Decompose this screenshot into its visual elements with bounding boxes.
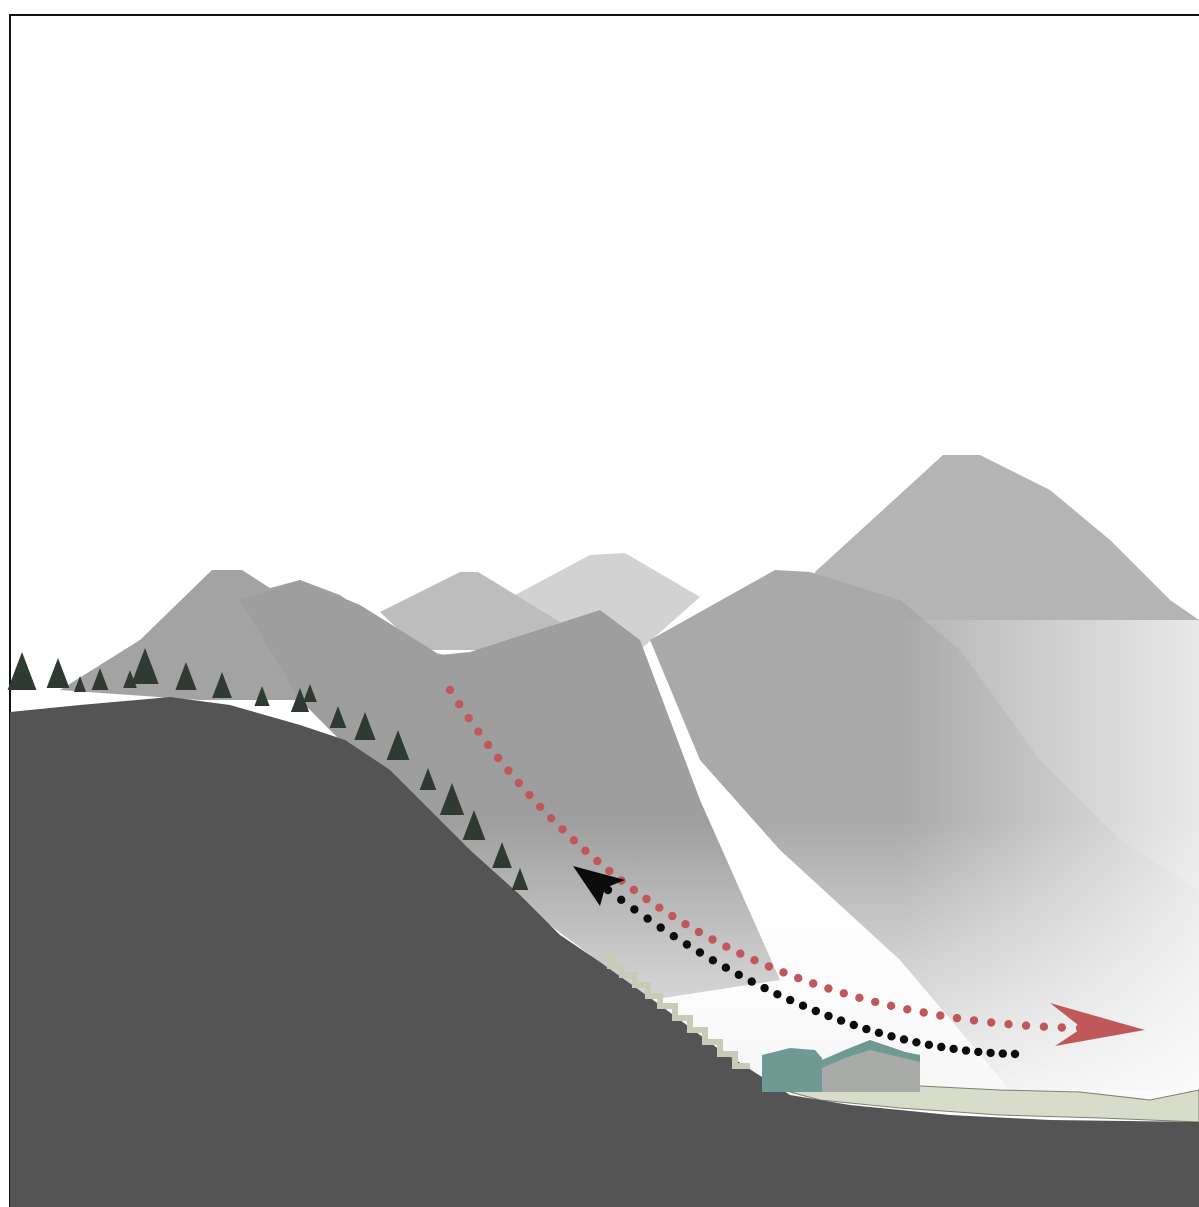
- path-black-dot: [799, 1002, 807, 1010]
- path-black-dot: [760, 984, 768, 992]
- path-red-dot: [593, 857, 601, 865]
- path-red-dot: [1004, 1020, 1012, 1028]
- path-black-dot: [630, 905, 638, 913]
- right-haze: [900, 620, 1199, 1100]
- path-black-dot: [974, 1048, 982, 1056]
- path-red-dot: [605, 867, 613, 875]
- path-red-dot: [681, 920, 689, 928]
- path-black-dot: [887, 1032, 895, 1040]
- path-black-dot: [722, 964, 730, 972]
- path-red-dot: [668, 912, 676, 920]
- path-red-dot: [474, 728, 482, 736]
- path-red-dot: [936, 1011, 944, 1019]
- path-black-dot: [824, 1012, 832, 1020]
- path-red-dot: [558, 825, 566, 833]
- path-black-dot: [670, 932, 678, 940]
- path-red-dot: [695, 928, 703, 936]
- path-black-dot: [683, 940, 691, 948]
- path-red-dot: [920, 1008, 928, 1016]
- path-red-dot: [547, 814, 555, 822]
- path-black-dot: [862, 1025, 870, 1033]
- path-red-dot: [750, 956, 758, 964]
- path-black-dot: [657, 923, 665, 931]
- path-red-dot: [824, 984, 832, 992]
- path-red-dot: [581, 847, 589, 855]
- path-black-dot: [837, 1016, 845, 1024]
- path-red-dot: [765, 962, 773, 970]
- path-black-dot: [786, 996, 794, 1004]
- path-black-dot: [735, 971, 743, 979]
- path-black-dot: [937, 1043, 945, 1051]
- path-black-dot: [925, 1041, 933, 1049]
- path-red-dot: [887, 1002, 895, 1010]
- path-red-dot: [642, 895, 650, 903]
- path-red-dot: [536, 803, 544, 811]
- path-red-dot: [987, 1018, 995, 1026]
- path-red-dot: [722, 943, 730, 951]
- path-red-dot: [903, 1005, 911, 1013]
- path-black-dot: [773, 990, 781, 998]
- path-red-dot: [1022, 1021, 1030, 1029]
- path-black-dot: [949, 1045, 957, 1053]
- path-black-dot: [999, 1049, 1007, 1057]
- path-black-dot: [696, 948, 704, 956]
- path-black-dot: [912, 1038, 920, 1046]
- path-red-dot: [484, 741, 492, 749]
- path-red-dot: [855, 994, 863, 1002]
- path-red-dot: [871, 998, 879, 1006]
- path-black-dot: [1011, 1050, 1019, 1058]
- path-red-dot: [494, 754, 502, 762]
- path-red-dot: [630, 886, 638, 894]
- path-red-dot: [446, 686, 454, 694]
- path-red-dot: [465, 714, 473, 722]
- path-black-dot: [962, 1046, 970, 1054]
- path-red-dot: [455, 700, 463, 708]
- path-black-dot: [709, 956, 717, 964]
- path-red-dot: [1040, 1022, 1048, 1030]
- path-red-dot: [525, 791, 533, 799]
- path-black-dot: [986, 1049, 994, 1057]
- path-red-dot: [515, 779, 523, 787]
- path-red-dot: [1058, 1023, 1066, 1031]
- building-left: [762, 1048, 822, 1092]
- path-black-dot: [643, 914, 651, 922]
- path-black-dot: [900, 1035, 908, 1043]
- path-black-dot: [617, 896, 625, 904]
- path-red-dot: [953, 1014, 961, 1022]
- path-red-dot: [970, 1016, 978, 1024]
- path-black-dot: [748, 977, 756, 985]
- path-red-dot: [504, 766, 512, 774]
- path-black-dot: [875, 1029, 883, 1037]
- path-black-dot: [812, 1007, 820, 1015]
- path-red-dot: [708, 935, 716, 943]
- path-red-dot: [655, 904, 663, 912]
- path-red-dot: [736, 949, 744, 957]
- path-red-dot: [840, 989, 848, 997]
- path-black-dot: [850, 1021, 858, 1029]
- path-red-dot: [809, 979, 817, 987]
- path-red-dot: [779, 968, 787, 976]
- path-red-dot: [794, 974, 802, 982]
- path-red-dot: [570, 836, 578, 844]
